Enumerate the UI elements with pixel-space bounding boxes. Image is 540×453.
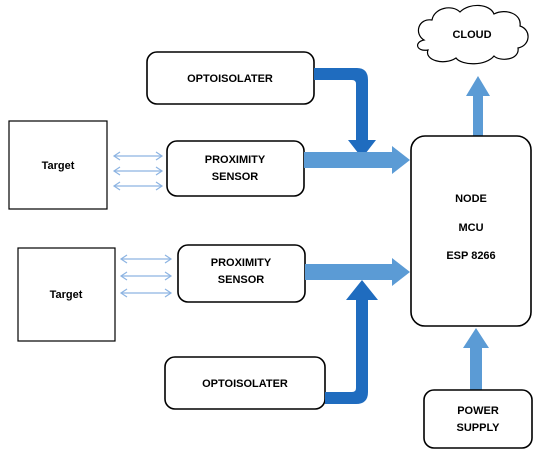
cloud-label: CLOUD: [452, 29, 491, 41]
target-top-label: Target: [42, 160, 75, 172]
power-line1: POWER: [457, 405, 499, 417]
target-bottom-box: [17, 247, 116, 342]
sensor-bottom-line1: PROXIMITY: [211, 257, 272, 269]
optoisolater-bottom-label: OPTOISOLATER: [202, 378, 288, 390]
arrow-sensor-top-to-mcu: [304, 146, 410, 174]
proximity-sensor-top-box: [166, 140, 305, 197]
optoisolater-top-label: OPTOISOLATER: [187, 73, 273, 85]
arrow-sensor-bottom-to-mcu: [305, 258, 410, 286]
sensor-top-line2: SENSOR: [212, 171, 259, 183]
arrow-opto-top-to-line: [314, 68, 376, 158]
double-arrows-bottom: [119, 254, 173, 298]
sensor-bottom-line2: SENSOR: [218, 274, 265, 286]
arrow-mcu-to-cloud: [466, 76, 490, 136]
mcu-line1: NODE: [455, 193, 487, 205]
arrow-opto-bottom-to-line: [325, 280, 378, 404]
double-arrows-top: [112, 151, 164, 191]
target-top-box: [8, 120, 108, 210]
power-line2: SUPPLY: [456, 422, 500, 434]
power-supply-box: [423, 389, 533, 449]
arrow-power-to-mcu: [463, 328, 489, 390]
mcu-line2: MCU: [458, 222, 483, 234]
optoisolater-bottom-box: [164, 356, 326, 410]
cloud-shape: CLOUD: [417, 4, 529, 65]
mcu-line3: ESP 8266: [446, 250, 495, 262]
target-bottom-label: Target: [50, 289, 83, 301]
sensor-top-line1: PROXIMITY: [205, 154, 266, 166]
mcu-box: [410, 135, 532, 327]
